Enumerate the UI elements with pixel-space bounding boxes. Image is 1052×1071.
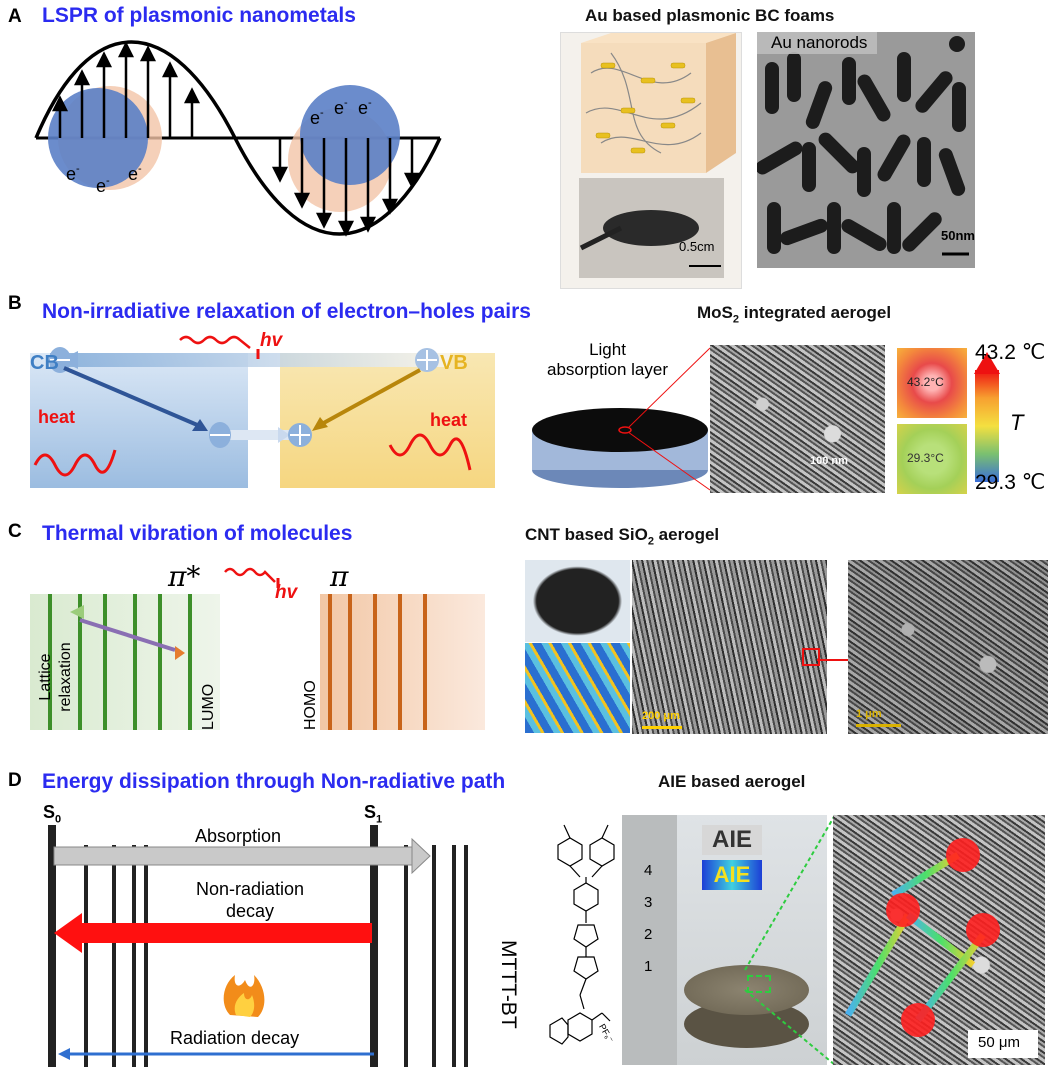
thermal-image-hot: 43.2°C [897,348,967,418]
aie-sem-image: 50 μm [833,815,1045,1065]
light-absorption-label: Light absorption layer [547,340,668,379]
panel-a-title: LSPR of plasmonic nanometals [42,4,356,27]
pi-label: π [330,560,349,593]
s0-label: S0 [43,802,62,826]
au-nanorods-label: Au nanorods [771,33,868,52]
panel-b-subtitle: MoS2 integrated aerogel [697,303,892,326]
temperature-colorbar [975,370,999,482]
thermal-image-cold: 29.3°C [897,424,967,494]
t-min-label: 29.3 ℃ [975,471,1046,494]
s1-label: S1 [364,802,383,826]
nonrad-decay-label: Non-radiation decay [195,879,305,921]
band-diagram [30,335,495,488]
mos2-sem-image: 100 nm [710,345,885,493]
cnt-sem-high-mag: 1 μm [848,560,1048,734]
svg-text:e-: e- [128,163,142,184]
hv-label-b: hv [260,330,283,351]
scale-label-1um: 1 μm [856,708,882,720]
mttt-bt-label: MTTT-BT [497,940,520,1029]
aie-letters-photo: AIE [702,825,762,855]
lattice-relaxation-label: Lattice relaxation [37,642,74,712]
jablonski-diagram [48,825,468,1067]
sem-scale-d: 50 μm [978,1034,1020,1051]
panel-d-subtitle: AIE based aerogel [658,772,806,791]
panel-letter-b: B [8,293,22,314]
particle-left [48,88,148,188]
scale-label-200um: 200 μm [642,710,680,722]
panel-a-subtitle: Au based plasmonic BC foams [585,6,835,25]
sem-scale-b: 100 nm [810,455,848,467]
cnt-schematic [525,643,630,733]
molecular-vibration-diagram [30,567,485,730]
panel-letter-d: D [8,770,22,791]
panel-b-title: Non-irradiative relaxation of electron–h… [42,300,531,323]
absorption-label: Absorption [195,826,282,846]
tem-scale-label: 50nm [941,228,975,243]
zoom-lines-b [627,347,711,491]
zoom-lines-d [744,814,836,1066]
particle-right [300,85,400,185]
svg-text:e-: e- [96,175,110,196]
panel-letter-a: A [8,6,22,27]
homo-label: HOMO [302,680,319,730]
panel-c-title: Thermal vibration of molecules [42,522,353,545]
panel-c-subtitle: CNT based SiO2 aerogel [525,525,720,548]
cnt-aerogel-photo [525,560,630,642]
heat-label-left: heat [38,407,76,427]
radiation-decay-label: Radiation decay [170,1028,300,1048]
cnt-sem-low-mag: 200 μm [632,560,827,734]
lspr-wave-diagram: e- e- e- e- e- e- [34,40,442,237]
t-symbol: T [1010,410,1024,435]
panel-d-title: Energy dissipation through Non-radiative… [42,770,506,793]
aie-letters-thermal: AIE [702,860,762,890]
pi-star-label: π* [168,560,201,593]
aerogel-disc [532,408,708,488]
t-max-label: 43.2 ℃ [975,341,1046,364]
heat-label-right: heat [430,410,468,430]
vb-label: VB [440,352,468,374]
au-nanorods-tem: Au nanorods 50nm [757,32,975,268]
panel-letter-c: C [8,521,22,542]
photo-scale-label: 0.5cm [679,239,715,254]
hv-label-c: hv [275,582,298,603]
colorbar-arrow [974,352,1000,374]
cb-label: CB [30,352,59,374]
mttt-bt-structure [549,824,615,1045]
bc-foam-photo: 0.5cm [560,32,742,289]
lumo-label: LUMO [200,683,217,730]
